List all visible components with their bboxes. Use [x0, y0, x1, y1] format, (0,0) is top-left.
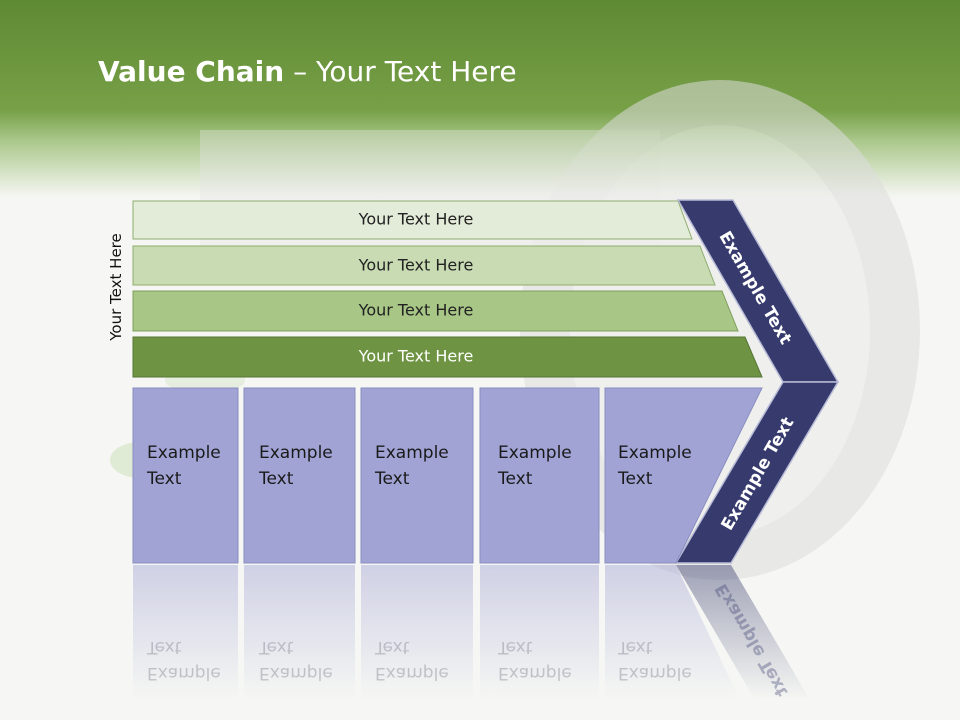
page-title: Value Chain – Your Text Here: [98, 55, 517, 88]
box-5-shape: [604, 387, 763, 564]
box-5-label: Example Text: [618, 443, 692, 489]
bar-4-label: Your Text Here: [358, 347, 474, 366]
title-rest: – Your Text Here: [284, 55, 517, 88]
bar-3-shape: [132, 290, 739, 332]
box-4-reflection: Example Text: [498, 637, 572, 683]
side-label-text: Your Text Here: [107, 233, 125, 341]
box-1-reflection: Example Text: [147, 637, 221, 683]
title-bold: Value Chain: [98, 55, 285, 88]
box-1-shape: [132, 387, 239, 564]
box-2-reflection: Example Text: [259, 637, 333, 683]
bar-3-label: Your Text Here: [358, 301, 474, 320]
box-3-label: Example Text: [375, 443, 449, 489]
box-2-label: Example Text: [259, 443, 333, 489]
box-2-shape: [243, 387, 356, 564]
box-4-shape: [479, 387, 600, 564]
box-5-reflection: Example Text: [618, 637, 692, 683]
bar-2-shape: [132, 245, 716, 286]
box-3-reflection: Example Text: [375, 637, 449, 683]
bar-1-label: Your Text Here: [358, 210, 474, 229]
reflection: [133, 565, 810, 700]
bar-1-shape: [132, 200, 693, 240]
box-1-label: Example Text: [147, 443, 221, 489]
bar-2-label: Your Text Here: [358, 256, 474, 275]
bar-4-shape: [132, 336, 763, 378]
box-4-label: Example Text: [498, 443, 572, 489]
chevron-bottom-shape: [674, 381, 840, 564]
box-3-shape: [360, 387, 474, 564]
